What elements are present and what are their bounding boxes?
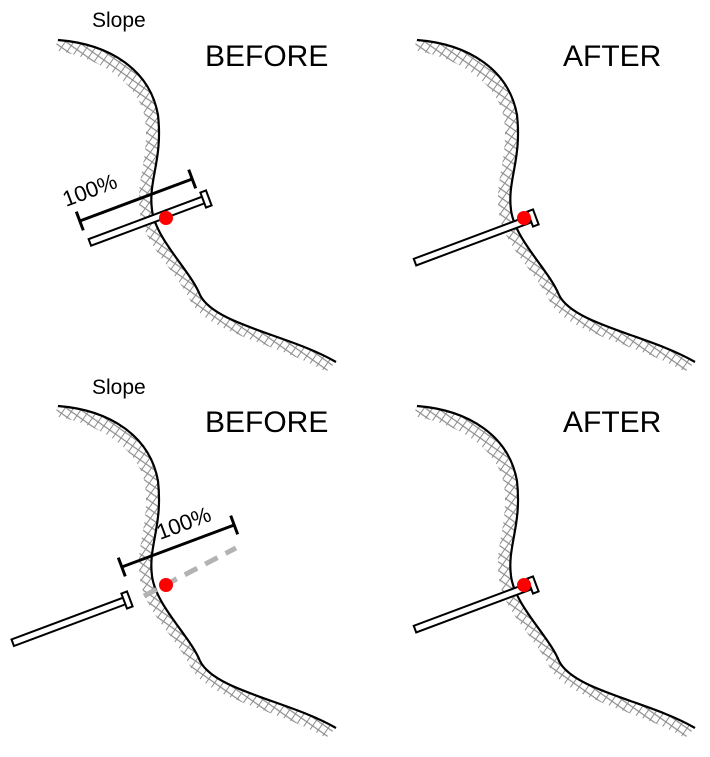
- panel-bottom-after: AFTER: [411, 404, 697, 740]
- soil-nail: [412, 208, 540, 267]
- panel-title: AFTER: [563, 40, 661, 73]
- contact-point-marker: [517, 578, 531, 592]
- soil-nail: [10, 590, 134, 648]
- panel-title: BEFORE: [205, 406, 328, 439]
- contact-point-marker: [159, 578, 173, 592]
- panel-top-after: AFTER: [411, 38, 697, 374]
- slope-label: Slope: [92, 9, 146, 32]
- measure-label: 100%: [59, 169, 120, 212]
- planned-nail-path: [142, 545, 238, 599]
- panel-title: BEFORE: [205, 40, 328, 73]
- contact-point-marker: [159, 211, 173, 225]
- slope-surface: [411, 38, 697, 374]
- length-dimension-bar: [116, 515, 240, 577]
- soil-nail: [87, 189, 213, 247]
- soil-nail: [412, 575, 540, 634]
- contact-point-marker: [517, 211, 531, 225]
- slope-label: Slope: [92, 376, 146, 399]
- measure-label: 100%: [153, 502, 214, 545]
- panel-title: AFTER: [563, 406, 661, 439]
- slope-surface: [411, 404, 697, 740]
- panel-top-before: Slope BEFORE 100%: [52, 9, 338, 374]
- length-dimension-bar: [74, 169, 198, 231]
- panel-bottom-before: Slope BEFORE 100%: [10, 376, 338, 740]
